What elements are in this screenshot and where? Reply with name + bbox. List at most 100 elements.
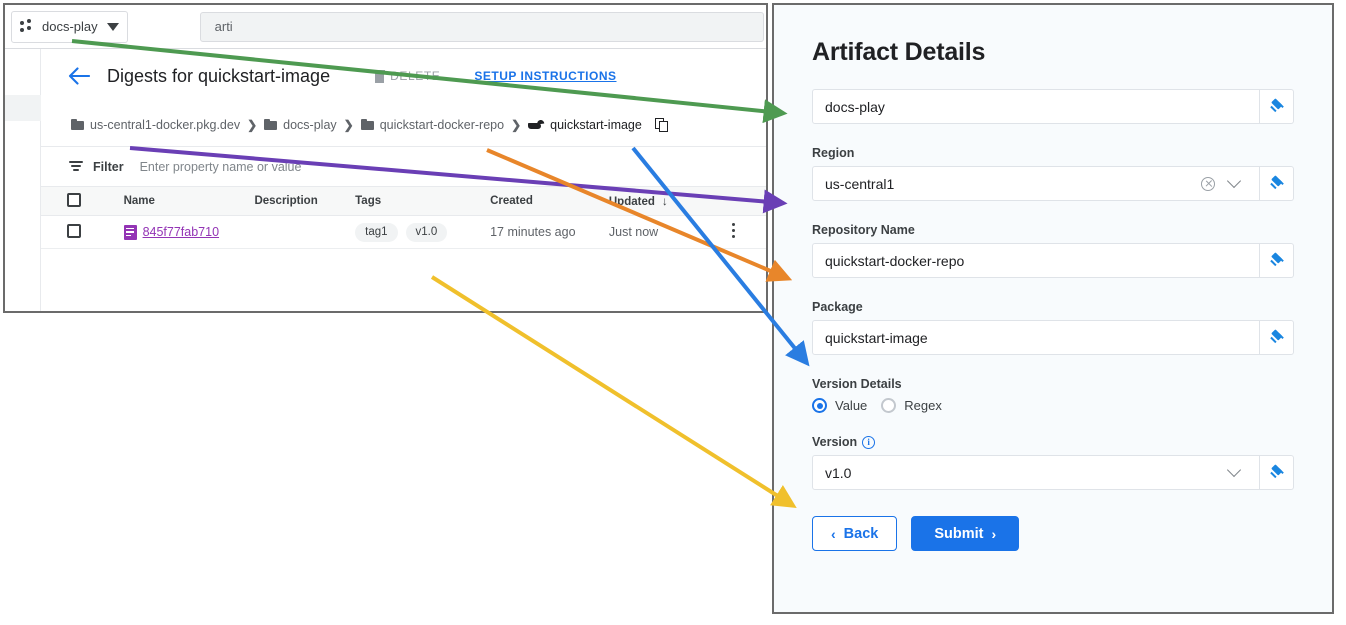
project-chip-label: docs-play: [42, 19, 98, 34]
cloud-console-window: docs-play arti Digests for quickstart-im…: [3, 3, 768, 313]
chevron-down-icon: [106, 22, 119, 31]
clear-icon[interactable]: [1201, 176, 1215, 191]
field-group-repository-name: Repository Name quickstart-docker-repo: [812, 223, 1294, 278]
row-created-cell: 17 minutes ago: [490, 215, 609, 249]
chevron-down-icon[interactable]: [1226, 173, 1242, 188]
console-content-area: Digests for quickstart-image DELETE SETU…: [41, 49, 766, 311]
pin-version-button[interactable]: [1260, 455, 1294, 490]
field-group-package: Package quickstart-image: [812, 300, 1294, 355]
column-header-name[interactable]: Name: [123, 187, 255, 216]
project-input-value: docs-play: [825, 98, 885, 115]
column-header-updated[interactable]: Updated↓: [608, 187, 720, 216]
tag-chip[interactable]: v1.0: [405, 222, 448, 242]
column-header-description[interactable]: Description: [254, 187, 356, 216]
radio-regex-indicator: [881, 398, 897, 413]
package-label: Package: [812, 300, 863, 314]
pin-project-button[interactable]: [1260, 89, 1294, 124]
tag-chip[interactable]: tag1: [355, 222, 398, 242]
breadcrumb-separator-3: ❯: [511, 117, 522, 132]
project-selector-chip[interactable]: docs-play: [11, 10, 128, 43]
back-button[interactable]: ‹ Back: [812, 516, 898, 551]
repository-name-input-value: quickstart-docker-repo: [825, 252, 965, 269]
delete-button[interactable]: DELETE: [374, 69, 440, 83]
version-input-value: v1.0: [825, 464, 852, 481]
back-arrow-icon[interactable]: [67, 64, 91, 88]
table-header-row: Name Description Tags Created Updated↓: [41, 187, 766, 216]
project-dots-icon: [20, 19, 35, 34]
rail-highlight-block: [5, 95, 41, 121]
docker-whale-icon: [528, 119, 545, 131]
project-input[interactable]: docs-play: [812, 89, 1260, 124]
breadcrumb: us-central1-docker.pkg.dev ❯ docs-play ❯…: [41, 103, 766, 147]
digest-doc-icon: [123, 224, 137, 240]
info-icon[interactable]: i: [862, 435, 876, 449]
submit-button[interactable]: Submit ›: [911, 516, 1020, 551]
radio-value-label: Value: [835, 398, 868, 413]
pin-icon: [1269, 174, 1284, 191]
version-label: Version: [812, 435, 858, 449]
column-header-tags[interactable]: Tags: [355, 187, 491, 216]
console-left-rail: [5, 49, 41, 311]
column-header-updated-label: Updated: [608, 196, 655, 208]
radio-option-value[interactable]: Value: [812, 398, 867, 413]
pin-icon: [1269, 463, 1284, 480]
region-label: Region: [812, 146, 855, 160]
digest-link[interactable]: 845f77fab710: [142, 225, 220, 239]
select-all-checkbox[interactable]: [67, 192, 81, 207]
breadcrumb-item-image[interactable]: quickstart-image: [528, 118, 642, 132]
chevron-left-icon: ‹: [831, 525, 836, 542]
pin-icon: [1269, 328, 1284, 345]
pin-package-button[interactable]: [1260, 320, 1294, 355]
breadcrumb-item-project[interactable]: docs-play: [264, 118, 337, 132]
filter-label: Filter: [93, 159, 124, 174]
breadcrumb-label-image: quickstart-image: [550, 117, 642, 132]
page-header-actions: DELETE SETUP INSTRUCTIONS: [374, 69, 616, 83]
digests-table: Name Description Tags Created Updated↓: [41, 187, 766, 249]
region-input-value: us-central1: [825, 175, 895, 192]
filter-input[interactable]: Enter property name or value: [139, 159, 302, 174]
chevron-down-icon[interactable]: [1226, 462, 1242, 477]
delete-button-label: DELETE: [390, 69, 441, 83]
row-select-cell: [41, 215, 124, 249]
repository-name-label: Repository Name: [812, 223, 915, 237]
column-header-actions: [719, 187, 766, 216]
setup-instructions-link[interactable]: SETUP INSTRUCTIONS: [474, 69, 617, 83]
form-title: Artifact Details: [812, 38, 986, 66]
pin-region-button[interactable]: [1260, 166, 1294, 201]
pin-repository-name-button[interactable]: [1260, 243, 1294, 278]
region-input[interactable]: us-central1: [812, 166, 1260, 201]
breadcrumb-item-repository[interactable]: quickstart-docker-repo: [360, 117, 505, 132]
console-search-value: arti: [214, 19, 233, 34]
submit-button-label: Submit: [934, 525, 984, 542]
row-checkbox[interactable]: [67, 223, 81, 238]
page-header: Digests for quickstart-image DELETE SETU…: [41, 49, 766, 103]
trash-icon: [374, 69, 386, 83]
radio-value-indicator: [812, 398, 827, 413]
radio-option-regex[interactable]: Regex: [881, 398, 942, 413]
row-name-cell: 845f77fab710: [123, 215, 255, 249]
pin-icon: [1269, 97, 1284, 114]
field-group-version: Version i v1.0: [812, 435, 1294, 490]
copy-icon[interactable]: [654, 117, 668, 132]
console-search-input[interactable]: arti: [199, 11, 764, 42]
breadcrumb-label-repository: quickstart-docker-repo: [379, 117, 505, 132]
folder-icon: [71, 119, 84, 130]
breadcrumb-separator-1: ❯: [247, 117, 258, 132]
version-label-wrap: Version i: [812, 435, 1294, 449]
column-header-created[interactable]: Created: [490, 187, 609, 216]
column-header-select: [41, 187, 124, 216]
repository-name-input[interactable]: quickstart-docker-repo: [812, 243, 1260, 278]
breadcrumb-item-registry[interactable]: us-central1-docker.pkg.dev: [71, 118, 240, 132]
radio-regex-label: Regex: [904, 398, 942, 413]
version-details-radio-group: Value Regex: [812, 398, 1294, 413]
field-group-project: docs-play: [812, 89, 1294, 124]
version-input[interactable]: v1.0: [812, 455, 1260, 490]
package-input[interactable]: quickstart-image: [812, 320, 1260, 355]
page-title: Digests for quickstart-image: [107, 65, 331, 86]
pin-icon: [1269, 251, 1284, 268]
kebab-menu-icon[interactable]: [731, 222, 736, 239]
form-button-row: ‹ Back Submit ›: [812, 516, 1294, 551]
field-group-region: Region us-central1: [812, 146, 1294, 201]
